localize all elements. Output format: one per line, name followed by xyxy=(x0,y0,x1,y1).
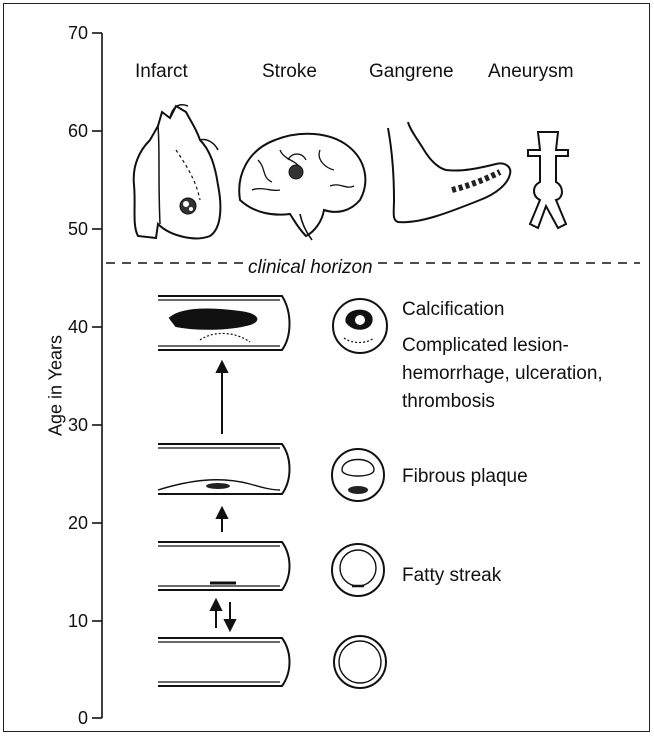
stage-fibrous-plaque: Fibrous plaque xyxy=(402,465,528,489)
stage-calcification: Calcification xyxy=(402,298,504,322)
y-tick-0: 0 xyxy=(48,708,88,728)
aorta-icon xyxy=(528,132,568,228)
stage-complicated-line3: thrombosis xyxy=(402,390,495,414)
vessel-fatty-streak xyxy=(158,542,290,590)
cross-section-fatty-streak xyxy=(332,544,384,596)
outcome-gangrene: Gangrene xyxy=(369,60,454,84)
y-tick-50: 50 xyxy=(48,219,88,239)
foot-icon xyxy=(388,122,510,222)
vessel-normal xyxy=(158,638,290,686)
stage-complicated-line1: Complicated lesion- xyxy=(402,334,569,358)
y-tick-20: 20 xyxy=(48,513,88,533)
stage-complicated-line2: hemorrhage, ulceration, xyxy=(402,362,603,386)
y-axis-ticks xyxy=(92,33,102,718)
outcome-infarct: Infarct xyxy=(135,60,188,84)
cross-section-fibrous-plaque xyxy=(332,449,384,501)
y-tick-60: 60 xyxy=(48,121,88,141)
outcome-stroke: Stroke xyxy=(262,60,317,84)
outcome-aneurysm: Aneurysm xyxy=(488,60,574,84)
clinical-horizon-label: clinical horizon xyxy=(244,257,377,279)
vessel-fibrous-plaque xyxy=(158,444,290,494)
vessel-complicated-lesion xyxy=(158,296,290,350)
y-axis-label: Age in Years xyxy=(46,326,67,446)
cross-section-normal xyxy=(334,636,386,688)
heart-icon xyxy=(134,105,221,239)
brain-icon xyxy=(239,134,365,240)
y-tick-10: 10 xyxy=(48,611,88,631)
y-tick-70: 70 xyxy=(48,23,88,43)
stage-fatty-streak: Fatty streak xyxy=(402,564,501,588)
cross-section-complicated xyxy=(333,299,387,353)
